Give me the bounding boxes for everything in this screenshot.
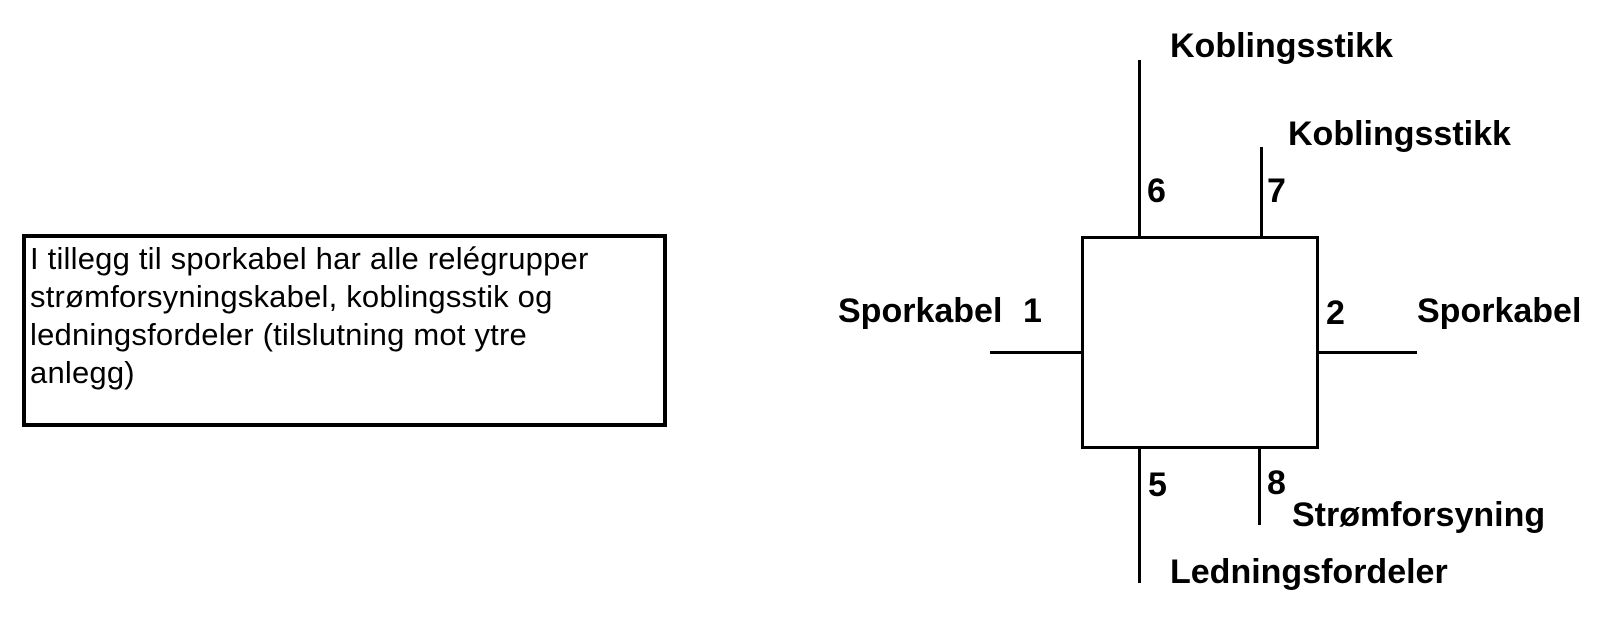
pin-8-label: Strømforsyning <box>1292 496 1546 534</box>
pin-7-number: 7 <box>1267 172 1286 210</box>
note-line-3: ledningsfordeler (tilslutning mot ytre <box>30 317 527 352</box>
pin-8-number: 8 <box>1267 464 1286 502</box>
note-line-2: strømforsyningskabel, koblingsstik og <box>30 279 553 314</box>
note-box: I tillegg til sporkabel har alle relégru… <box>22 234 667 427</box>
pin-6-label: Koblingsstikk <box>1170 27 1393 65</box>
pin-6-wire <box>1138 60 1141 236</box>
pin-2-number: 2 <box>1326 294 1345 332</box>
pin-7-label: Koblingsstikk <box>1288 115 1511 153</box>
pin-6-number: 6 <box>1147 172 1166 210</box>
pin-1-number: 1 <box>1023 292 1042 330</box>
pin-2-wire <box>1319 351 1417 354</box>
relay-group-box <box>1081 236 1319 449</box>
pin-5-number: 5 <box>1148 466 1167 504</box>
note-line-1: I tillegg til sporkabel har alle relégru… <box>30 241 589 276</box>
pin-5-wire <box>1138 449 1141 583</box>
note-line-4: anlegg) <box>30 355 135 390</box>
pin-1-wire <box>990 351 1081 354</box>
pin-2-label: Sporkabel <box>1417 292 1582 330</box>
pin-7-wire <box>1260 147 1263 236</box>
pin-5-label: Ledningsfordeler <box>1170 553 1448 591</box>
pin-8-wire <box>1258 449 1261 525</box>
pin-1-label: Sporkabel <box>838 292 1003 330</box>
